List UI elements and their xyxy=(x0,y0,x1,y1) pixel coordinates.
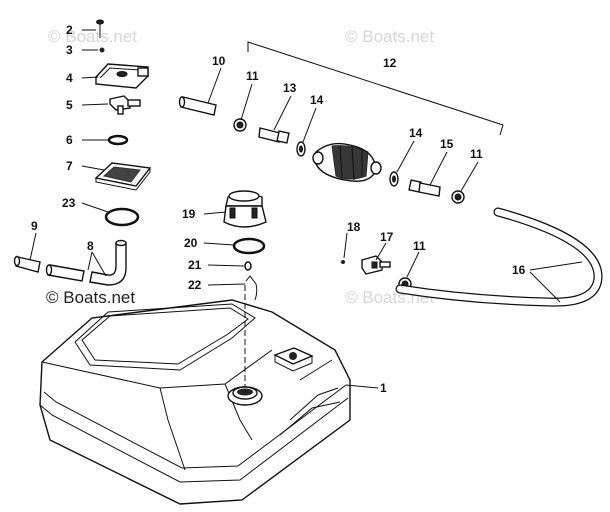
primer-bulb xyxy=(312,142,382,182)
callout-9: 9 xyxy=(31,219,38,233)
gasket xyxy=(104,207,140,227)
callout-7: 7 xyxy=(66,159,73,173)
hose-clamp-b xyxy=(451,190,465,204)
watermark-top-right: © Boats.net xyxy=(345,27,434,46)
callout-22: 22 xyxy=(188,278,202,292)
callout-13: 13 xyxy=(283,81,297,95)
retainer-ring xyxy=(244,261,252,271)
callout-1: 1 xyxy=(380,381,387,395)
vent-fitting xyxy=(361,255,391,275)
callout-17: 17 xyxy=(380,230,394,244)
callout-10: 10 xyxy=(212,54,226,68)
callout-11-c: 11 xyxy=(413,239,426,253)
elbow-fitting xyxy=(109,95,141,115)
assembly-bracket xyxy=(247,41,504,136)
primer-tube xyxy=(178,96,217,116)
callout-23: 23 xyxy=(62,196,76,210)
callout-19: 19 xyxy=(182,207,196,221)
cap-seal xyxy=(232,237,266,255)
callout-15: 15 xyxy=(440,137,454,151)
check-valve-b xyxy=(389,171,399,187)
callout-4: 4 xyxy=(66,71,73,85)
check-valve-a xyxy=(296,141,306,157)
callout-2: 2 xyxy=(66,23,73,37)
callout-11-b: 11 xyxy=(470,147,483,161)
tank-connector xyxy=(408,179,441,197)
cover-plate xyxy=(95,63,149,89)
callout-8: 8 xyxy=(87,239,94,253)
callout-16: 16 xyxy=(512,263,526,277)
callout-3: 3 xyxy=(66,43,73,57)
callout-21: 21 xyxy=(188,258,202,272)
hose-clamp-a xyxy=(233,118,247,132)
callout-14-b: 14 xyxy=(409,126,423,140)
watermark-top-left: © Boats.net xyxy=(48,27,137,46)
watermark-mid-left: © Boats.net xyxy=(46,288,135,307)
callout-18: 18 xyxy=(347,220,361,234)
small-screw xyxy=(341,260,345,264)
screw xyxy=(96,19,104,38)
hose-end xyxy=(13,255,41,273)
filler-cap xyxy=(223,190,267,228)
callout-14-a: 14 xyxy=(310,93,324,107)
callout-5: 5 xyxy=(66,98,73,112)
cap-tether xyxy=(245,275,258,301)
hose-pieces xyxy=(45,239,127,286)
o-ring xyxy=(107,134,129,146)
leader-lines xyxy=(29,29,583,389)
fuel-tank xyxy=(39,299,351,505)
callout-20: 20 xyxy=(184,236,198,250)
fuel-connector xyxy=(258,127,290,144)
callout-6: 6 xyxy=(66,133,73,147)
callout-11-a: 11 xyxy=(246,69,259,83)
lockwasher xyxy=(99,47,105,53)
fuel-hose xyxy=(395,207,603,307)
fuel-gauge-assembly xyxy=(94,162,152,191)
callout-12: 12 xyxy=(383,56,397,70)
